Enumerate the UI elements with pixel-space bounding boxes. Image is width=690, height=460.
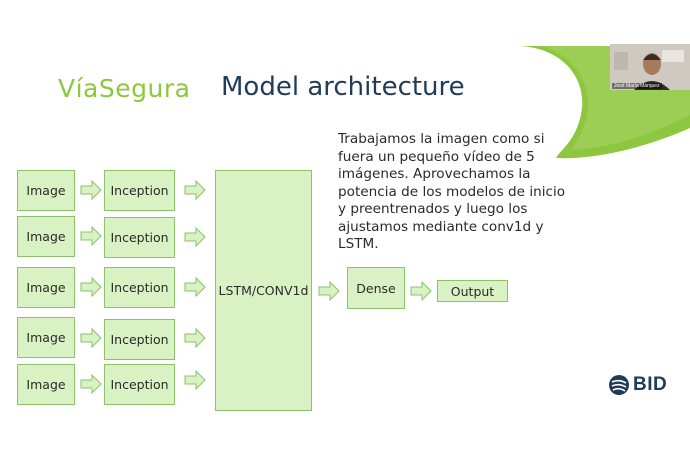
presenter-avatar-icon xyxy=(610,44,690,90)
arrow-right-icon xyxy=(318,281,340,301)
presenter-name: José María Márquez xyxy=(612,83,662,89)
image-box: Image xyxy=(17,317,75,358)
inception-box: Inception xyxy=(104,217,175,258)
arrow-right-icon xyxy=(80,180,102,200)
inception-box: Inception xyxy=(104,319,175,360)
inception-box: Inception xyxy=(104,170,175,211)
bid-logo-text: BID xyxy=(633,374,668,395)
arrow-right-icon xyxy=(184,277,206,297)
webcam-thumbnail[interactable]: José María Márquez xyxy=(610,44,690,90)
bid-logo-icon xyxy=(609,375,629,395)
bid-logo: BID xyxy=(608,374,667,396)
arrow-right-icon xyxy=(184,227,206,247)
brand-logo-text: VíaSegura xyxy=(58,74,191,103)
lstm-conv1d-box: LSTM/CONV1d xyxy=(215,170,312,411)
arrow-right-icon xyxy=(184,328,206,348)
image-box: Image xyxy=(17,267,75,308)
dense-box: Dense xyxy=(347,267,405,309)
image-box: Image xyxy=(17,216,75,257)
arrow-right-icon xyxy=(184,370,206,390)
image-box: Image xyxy=(17,170,75,211)
inception-box: Inception xyxy=(104,267,175,308)
arrow-right-icon xyxy=(80,328,102,348)
arrow-right-icon xyxy=(410,281,432,301)
inception-box: Inception xyxy=(104,364,175,405)
slide-description: Trabajamos la imagen como si fuera un pe… xyxy=(338,131,566,252)
image-box: Image xyxy=(17,364,75,405)
slide-title: Model architecture xyxy=(221,72,465,102)
output-box: Output xyxy=(437,280,508,302)
arrow-right-icon xyxy=(80,374,102,394)
arrow-right-icon xyxy=(80,277,102,297)
arrow-right-icon xyxy=(184,180,206,200)
arrow-right-icon xyxy=(80,226,102,246)
